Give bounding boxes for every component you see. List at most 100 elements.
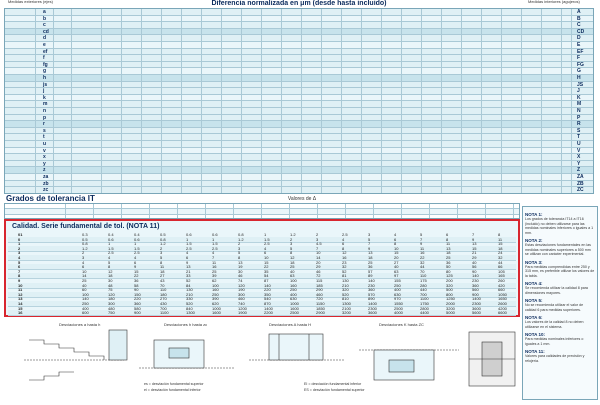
shaft-letter: c bbox=[43, 22, 46, 29]
quality-cell: 260 bbox=[498, 278, 505, 283]
quality-cell: 2300 bbox=[472, 301, 481, 306]
note-text: Se recomienda utilizar la calidad 8 para… bbox=[525, 286, 588, 295]
quality-cell: 9 bbox=[472, 236, 475, 242]
quality-grade: 10 bbox=[18, 282, 23, 288]
quality-cell: 520 bbox=[342, 291, 349, 297]
note-text: Los grados de tolerancia IT14 a IT16 (in… bbox=[525, 217, 594, 235]
quality-cell: 560 bbox=[472, 287, 479, 293]
quality-cell: 870 bbox=[264, 301, 271, 306]
note-text: Para medidas nominales inferiores o igua… bbox=[525, 337, 584, 346]
hole-letter: J bbox=[577, 88, 580, 95]
quality-title: Calidad. Serie fundamental de tol. (NOTA… bbox=[12, 223, 160, 230]
quality-cell: 56 bbox=[472, 264, 477, 270]
quality-cell: 27 bbox=[160, 273, 165, 279]
shaft-letter: f bbox=[43, 55, 45, 62]
legend-ei: ei = desviación fundamental inferior bbox=[144, 388, 201, 392]
quality-cell: 900 bbox=[134, 310, 141, 316]
shaft-letter: cd bbox=[43, 28, 49, 35]
quality-cell: 190 bbox=[238, 287, 245, 293]
legend-es: es = desviación fundamental superior bbox=[144, 382, 204, 386]
quality-cell: 105 bbox=[498, 268, 505, 274]
shaft-letter: e bbox=[43, 42, 46, 48]
column-divider bbox=[281, 9, 282, 193]
quality-cell: 25 bbox=[290, 264, 295, 270]
note-heading: NOTA 5: bbox=[525, 298, 543, 303]
shaft-letter: k bbox=[43, 94, 46, 101]
column-divider bbox=[457, 204, 458, 218]
quality-cell: 180 bbox=[108, 296, 115, 302]
quality-cell: 5 bbox=[290, 245, 293, 251]
quality-cell: 1 bbox=[212, 236, 215, 242]
quality-cell: 2 bbox=[290, 236, 293, 242]
quality-cell: 1000 bbox=[212, 305, 221, 311]
quality-cell: 140 bbox=[472, 273, 479, 279]
shaft-letter: fg bbox=[43, 61, 48, 68]
quality-cell: 2500 bbox=[394, 305, 403, 311]
column-divider bbox=[561, 9, 562, 193]
quality-cell: 890 bbox=[368, 296, 375, 302]
quality-cell: 1300 bbox=[342, 301, 351, 306]
quality-cell: 18 bbox=[108, 273, 113, 279]
quality-cell: 4 bbox=[108, 255, 111, 260]
quality-cell: 130 bbox=[342, 278, 349, 283]
quality-cell: 4 bbox=[342, 236, 345, 242]
shaft-letter: r bbox=[43, 121, 45, 128]
quality-cell: 6 bbox=[186, 255, 189, 260]
quality-cell: 220 bbox=[134, 296, 141, 302]
quality-cell: 250 bbox=[212, 291, 219, 297]
quality-cell: 4 bbox=[134, 255, 137, 260]
quality-cell: 7 bbox=[316, 245, 319, 251]
quality-cell: 3200 bbox=[446, 305, 455, 311]
hole-letter: P bbox=[577, 114, 581, 121]
it-section-title: Grados de tolerancia IT bbox=[6, 194, 95, 203]
quality-cell: 970 bbox=[394, 296, 401, 302]
quality-cell: 35 bbox=[264, 268, 269, 274]
quality-cell: 0.6 bbox=[186, 232, 192, 237]
quality-cell: 580 bbox=[134, 305, 141, 311]
quality-cell: 5 bbox=[108, 259, 111, 265]
column-divider bbox=[93, 204, 94, 218]
column-divider bbox=[53, 9, 54, 193]
quality-cell: 1 bbox=[186, 236, 189, 242]
quality-cell: 320 bbox=[342, 287, 349, 293]
quality-cell: 44 bbox=[498, 259, 503, 265]
quality-cell: 0.6 bbox=[212, 232, 218, 237]
quality-cell: 3600 bbox=[368, 310, 377, 316]
quality-cell: 13 bbox=[446, 245, 451, 251]
quality-cell: 8 bbox=[394, 241, 397, 247]
quality-cell: 8 bbox=[108, 264, 111, 270]
quality-cell: 100 bbox=[212, 282, 219, 288]
quality-cell: 20 bbox=[394, 255, 399, 260]
quality-cell: 1400 bbox=[264, 305, 273, 311]
quality-cell: 360 bbox=[368, 287, 375, 293]
quality-cell: 8 bbox=[238, 255, 241, 260]
quality-cell: 2800 bbox=[420, 305, 429, 311]
hole-letter: FG bbox=[577, 61, 584, 68]
quality-cell: 15 bbox=[472, 245, 477, 251]
diagram-shaft-h-zc bbox=[139, 339, 234, 369]
quality-cell: 22 bbox=[134, 273, 139, 279]
quality-cell: 7 bbox=[420, 236, 423, 242]
quality-cell: 1250 bbox=[446, 296, 455, 302]
page-title: Diferencia normalizada en μm (desde hast… bbox=[211, 0, 387, 7]
quality-cell: 230 bbox=[368, 282, 375, 288]
notes-panel: NOTA 1:Los grados de tolerancia IT14 a I… bbox=[522, 206, 598, 400]
hole-letter: S bbox=[577, 127, 581, 134]
quality-cell: 480 bbox=[108, 305, 115, 311]
shaft-letter: p bbox=[43, 114, 47, 121]
hole-letter: B bbox=[577, 15, 581, 22]
quality-cell: 60 bbox=[82, 287, 87, 293]
quality-cell: 32 bbox=[420, 259, 425, 265]
shaft-letter: h bbox=[43, 75, 47, 81]
caption-diagram-3: Desviaciones A hasta H bbox=[269, 322, 312, 327]
quality-grade: 12 bbox=[18, 291, 23, 297]
quality-cell: 4000 bbox=[394, 310, 403, 316]
